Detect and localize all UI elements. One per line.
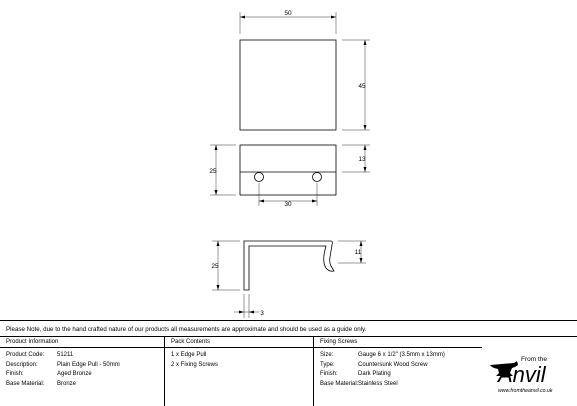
- top-view-rect: [239, 39, 337, 131]
- front-view-rect: [239, 144, 337, 196]
- svg-text:From the: From the: [521, 356, 547, 363]
- dim-hole-spacing: 30: [284, 201, 292, 208]
- product-information-header: Product Information: [0, 337, 164, 348]
- dim-height-side-top: 13: [358, 156, 366, 163]
- dim-profile-thickness: 3: [260, 310, 264, 317]
- fixing-screws-header: Fixing Screws: [314, 337, 482, 348]
- dim-width-top: 50: [284, 10, 292, 17]
- screw-row: Size:Gauge 6 x 1/2" (3.5mm x 13mm): [320, 352, 445, 358]
- screw-row: Type:Countersunk Wood Screw: [320, 361, 428, 368]
- technical-drawing: 50 45 13 25 30 25 11 3: [209, 10, 370, 318]
- anvil-icon: [490, 361, 518, 376]
- svg-text:Anvil: Anvil: [496, 362, 547, 387]
- fixing-screws: Fixing Screws Size:Gauge 6 x 1/2" (3.5mm…: [314, 337, 482, 406]
- dim-height-front: 45: [358, 83, 366, 90]
- product-information: Product Information Product Code:51211 D…: [0, 337, 165, 406]
- measurement-note: Please Note, due to the hand crafted nat…: [0, 320, 577, 337]
- screw-hole-left: [254, 172, 264, 182]
- info-table: Product Information Product Code:51211 D…: [0, 337, 577, 406]
- screw-hole-right: [312, 172, 322, 182]
- pack-item: 2 x Fixing Screws: [171, 361, 219, 368]
- pack-contents: Pack Contents 1 x Edge Pull 2 x Fixing S…: [165, 337, 314, 406]
- product-info-row: Finish:Aged Bronze: [6, 371, 92, 377]
- product-info-row: Description:Plain Edge Pull - 50mm: [6, 361, 120, 368]
- pack-item: 1 x Edge Pull: [171, 352, 207, 358]
- pack-contents-header: Pack Contents: [165, 337, 313, 348]
- dim-profile-lip: 11: [355, 249, 362, 256]
- profile-view: [243, 240, 335, 291]
- from-the-anvil-logo: From the Anvil www.fromtheanvil.co.uk: [490, 356, 553, 394]
- svg-text:www.fromtheanvil.co.uk: www.fromtheanvil.co.uk: [498, 388, 553, 394]
- screw-row: Base Material:Stainless Steel: [320, 380, 398, 387]
- screw-row: Finish:Dark Plating: [320, 371, 391, 377]
- product-info-row: Product Code:51211: [6, 352, 74, 358]
- product-info-row: Base Material:Bronze: [6, 380, 77, 387]
- dim-profile-height: 25: [211, 263, 219, 270]
- dim-height-side-left: 25: [209, 168, 217, 175]
